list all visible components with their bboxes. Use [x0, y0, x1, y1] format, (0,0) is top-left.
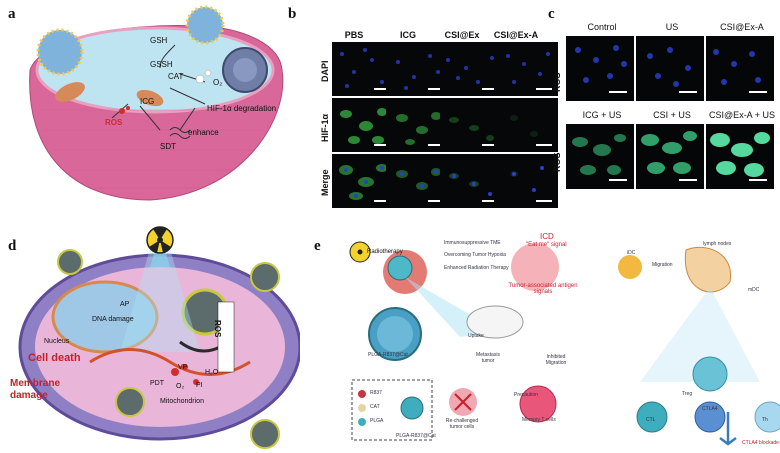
label-enhanced: Enhanced Radiation Therapy	[444, 265, 509, 271]
panel-a-illustration	[29, 5, 284, 201]
label-tumor-antigen: Tumor-associated antigen signals	[508, 283, 578, 295]
label-h2o: H₂O	[205, 369, 219, 376]
panel-d-illustration	[18, 226, 300, 449]
label-radiotherapy: Radiotherapy	[367, 249, 403, 255]
label-nucleus: Nucleus	[44, 338, 70, 345]
legend-cat: CAT	[370, 404, 380, 410]
legend-r837: R837	[370, 390, 382, 396]
c-top-col-1: Control	[587, 22, 617, 32]
label-migration: Migration	[652, 262, 673, 268]
label-precaution: Precaution	[514, 392, 538, 398]
label-ctla4: CTLA4	[702, 406, 718, 412]
micrograph-c-csi-us	[636, 124, 704, 189]
label-sdt: SDT	[160, 142, 176, 151]
b-row-merge: Merge	[320, 169, 330, 196]
b-row-hif: HIF-1α	[320, 113, 330, 142]
b-row-dapi: DAPI	[320, 60, 330, 82]
micrograph-b-hif-icg	[386, 98, 450, 152]
label-memory-t-cells: Memory T cells	[522, 417, 556, 423]
c-row-ros-bottom: ROS	[552, 152, 562, 172]
micrograph-b-hif-csiexa	[494, 98, 558, 152]
label-vp: VP	[178, 364, 188, 371]
c-top-col-2: US	[665, 22, 679, 32]
label-idc: iDC	[627, 250, 636, 256]
label-dna-damage: DNA damage	[92, 316, 134, 323]
label-icg: ICG	[140, 97, 155, 106]
label-th: Th	[762, 417, 768, 423]
label-o2-d: O₂	[176, 383, 185, 390]
label-ap: AP	[120, 301, 130, 308]
label-lymph-nodes: lymph nodes	[703, 241, 732, 247]
label-ctl: CTL	[646, 417, 656, 423]
label-plga-r837-cat: PLGA-R837@Cat	[368, 352, 408, 358]
panel-b-letter: b	[288, 6, 297, 22]
label-uptake: Uptake	[468, 333, 484, 339]
micrograph-b-merge-csiexa	[494, 154, 558, 208]
panel-e-illustration	[349, 241, 780, 446]
micrograph-b-merge-csiex	[440, 154, 504, 208]
label-gsh: GSH	[150, 36, 168, 45]
label-membrane-damage: Membrane damage	[10, 378, 61, 401]
legend-plga-r837-cat: PLGA-R837@Cat	[396, 433, 436, 439]
panel-c-letter: c	[548, 6, 555, 22]
label-eat-me: "Eat me" signal	[526, 242, 567, 248]
label-overcoming: Overcoming Tumor Hypoxia	[444, 252, 506, 258]
micrograph-b-dapi-csiexa	[494, 42, 558, 96]
micrograph-b-hif-csiex	[440, 98, 504, 152]
label-treg: Treg	[682, 391, 693, 397]
label-inhibited-migration: Inhibited Migration	[545, 354, 567, 366]
micrograph-c-csiexa-us	[706, 124, 774, 189]
micrograph-c-icg-us	[566, 124, 634, 189]
label-gssh: GSSH	[150, 60, 173, 69]
label-enhance: enhance	[188, 128, 219, 137]
label-immunosuppressive: Immunosuppressive TME	[444, 240, 501, 246]
micrograph-b-dapi-pbs	[332, 42, 396, 96]
label-rechallenged: Re-challenged tumor cells	[445, 418, 479, 430]
micrograph-b-merge-icg	[386, 154, 450, 208]
c-row-ros-top: ROS	[552, 72, 562, 92]
label-ros-a: ROS	[105, 118, 123, 127]
panel-d-letter: d	[8, 238, 17, 254]
micrograph-b-dapi-csiex	[440, 42, 504, 96]
label-hif-degradation: HIF-1α degradation	[207, 104, 277, 113]
label-icd: ICD	[540, 232, 554, 241]
micrograph-b-dapi-icg	[386, 42, 450, 96]
micrograph-c-us	[636, 36, 704, 101]
legend-plga: PLGA	[370, 418, 384, 424]
b-col-3: CSI@Ex	[444, 30, 480, 40]
label-cell-death: Cell death	[28, 352, 81, 364]
label-o2-a: O₂	[213, 78, 223, 87]
c-bottom-col-3: CSI@Ex-A + US	[709, 110, 775, 120]
label-cat: CAT	[168, 72, 184, 81]
panel-e-letter: e	[314, 238, 321, 254]
micrograph-b-hif-pbs	[332, 98, 396, 152]
label-metastasis-tumor: Metastasis tumor	[476, 352, 500, 364]
b-col-1: PBS	[344, 30, 364, 40]
c-bottom-col-1: ICG + US	[582, 110, 622, 120]
label-mdc: mDC	[748, 287, 760, 293]
label-mitochondrion: Mitochondrion	[160, 398, 204, 405]
micrograph-c-csiexa	[706, 36, 774, 101]
c-bottom-col-2: CSI + US	[653, 110, 691, 120]
label-pdt: PDT	[150, 380, 164, 387]
label-pi: PI	[196, 382, 203, 389]
panel-a-letter: a	[8, 6, 16, 22]
micrograph-c-control	[566, 36, 634, 101]
micrograph-b-merge-pbs	[332, 154, 396, 208]
b-col-2: ICG	[399, 30, 416, 40]
label-ros-d: ROS	[213, 320, 222, 338]
label-ctla4-blockade: CTLA4 blockade	[742, 440, 779, 446]
b-col-4: CSI@Ex-A	[493, 30, 539, 40]
c-top-col-3: CSI@Ex-A	[720, 22, 764, 32]
